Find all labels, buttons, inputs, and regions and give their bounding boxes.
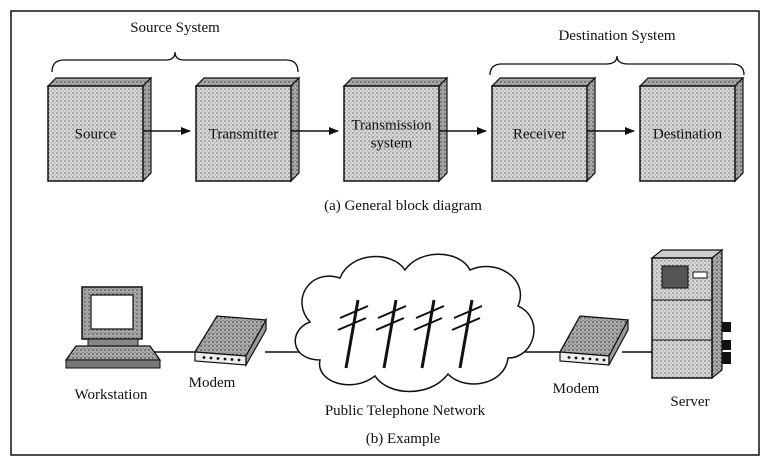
telephone-pole-icon xyxy=(413,299,445,369)
telephone-network-cloud xyxy=(294,253,535,393)
example-diagram: Workstation Modem Public Telephone Netwo… xyxy=(64,248,731,447)
server-icon xyxy=(650,248,731,380)
caption-b: (b) Example xyxy=(366,431,441,447)
server-label: Server xyxy=(670,394,709,410)
source-system-label: Source System xyxy=(130,20,220,36)
block-destination-label: Destination xyxy=(653,127,723,143)
caption-a: (a) General block diagram xyxy=(324,198,482,214)
modem-left-label: Modem xyxy=(189,375,236,391)
telephone-pole-icon xyxy=(451,299,483,369)
telephone-pole-icon xyxy=(375,299,407,369)
telephone-pole-icon xyxy=(337,299,369,369)
destination-system-brace xyxy=(489,55,745,76)
destination-system-label: Destination System xyxy=(558,28,675,44)
block-source-label: Source xyxy=(75,127,117,143)
source-system-brace xyxy=(51,51,299,73)
block-transmitter: Transmitter xyxy=(194,76,301,183)
block-receiver-label: Receiver xyxy=(513,127,566,143)
block-source: Source xyxy=(46,76,153,183)
block-transmitter-label: Transmitter xyxy=(209,127,278,143)
diagram-border xyxy=(10,10,760,456)
workstation-icon xyxy=(64,286,162,369)
general-block-diagram: Source System Destination System Source T… xyxy=(46,20,745,214)
modem-right-label: Modem xyxy=(553,381,600,397)
network-label: Public Telephone Network xyxy=(325,403,486,419)
modem-right-icon xyxy=(558,315,630,366)
workstation-label: Workstation xyxy=(75,387,148,403)
block-destination: Destination xyxy=(638,76,745,183)
block-receiver: Receiver xyxy=(490,76,597,183)
modem-left-icon xyxy=(193,315,268,368)
